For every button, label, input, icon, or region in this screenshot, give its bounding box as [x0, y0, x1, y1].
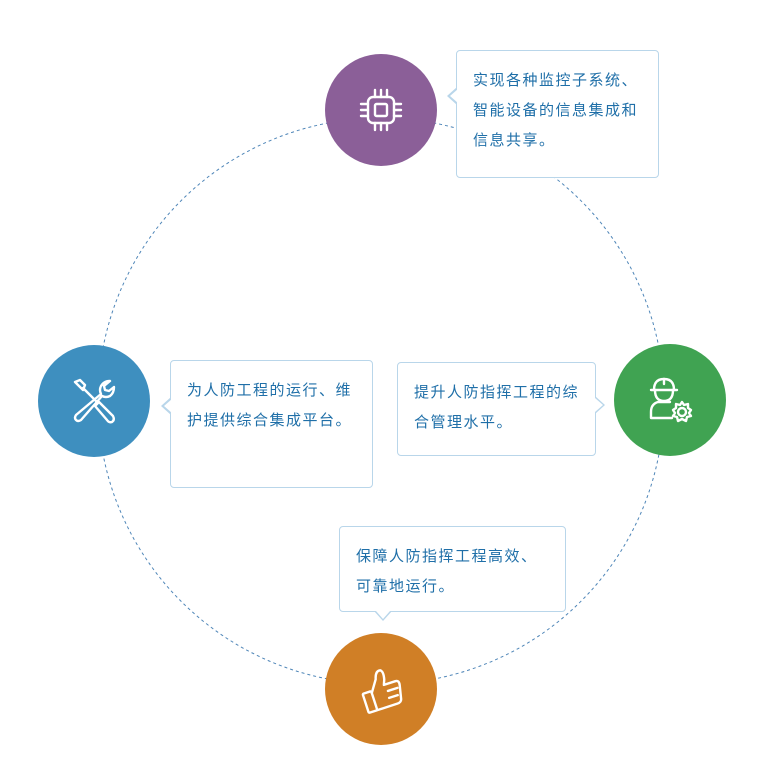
- thumbs-up-icon: [361, 669, 403, 714]
- callout-top: 实现各种监控子系统、智能设备的信息集成和信息共享。: [447, 50, 659, 178]
- node-top: [325, 54, 437, 166]
- node-bottom: [325, 633, 437, 745]
- node-right: [614, 344, 726, 456]
- tools-icon: [73, 378, 116, 424]
- chip-icon: [359, 88, 403, 132]
- node-left: [38, 345, 150, 457]
- callout-bottom: 保障人防指挥工程高效、可靠地运行。: [339, 526, 566, 621]
- callout-left: 为人防工程的运行、维护提供综合集成平台。: [161, 360, 373, 488]
- engineer-gear-icon: [649, 377, 693, 423]
- callout-right: 提升人防指挥工程的综合管理水平。: [397, 362, 605, 456]
